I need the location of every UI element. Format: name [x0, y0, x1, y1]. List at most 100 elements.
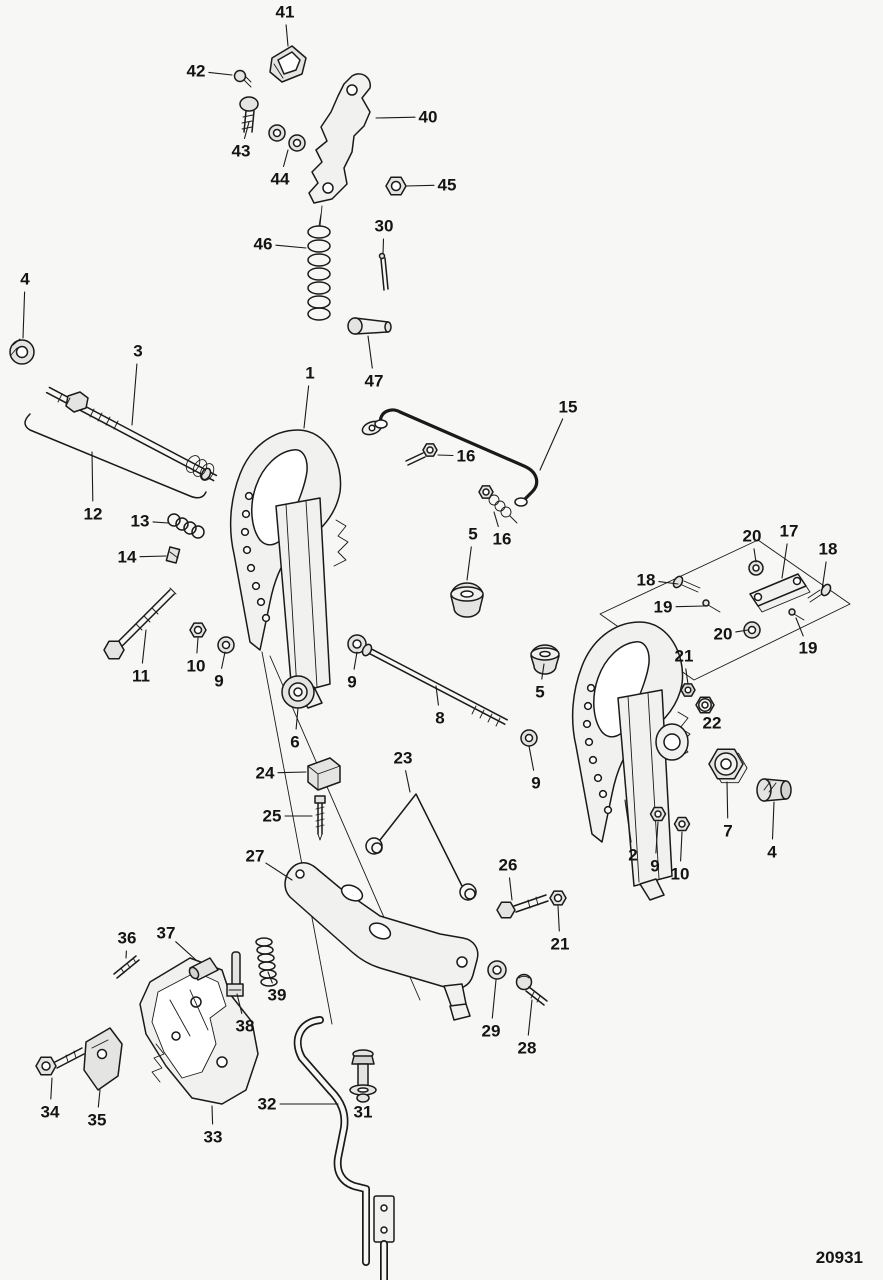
pin-19-a-part	[702, 599, 721, 613]
leader-line	[493, 511, 499, 528]
leader-line	[97, 1089, 101, 1108]
leader-line	[437, 454, 454, 457]
part-callout-23: 23	[393, 748, 413, 768]
bolt-11-part	[103, 587, 177, 660]
leader-line	[50, 1077, 53, 1100]
washer-20-a-part	[748, 560, 764, 576]
leader-line	[527, 999, 533, 1036]
leader-line	[367, 335, 373, 369]
block-24-part	[307, 757, 341, 791]
leader-line	[735, 629, 749, 633]
part-callout-4: 4	[767, 842, 777, 862]
bolt-43-part	[239, 96, 259, 133]
leader-line	[275, 244, 307, 249]
spring-13-part	[167, 513, 205, 539]
plate-27-part	[284, 862, 479, 1021]
leader-line	[91, 451, 94, 502]
leader-line	[680, 831, 683, 862]
part-callout-16: 16	[456, 446, 476, 466]
part-callout-30: 30	[374, 216, 394, 236]
leader-line	[821, 561, 827, 591]
bolt-28-part	[515, 973, 548, 1006]
part-callout-9: 9	[650, 856, 660, 876]
part-callout-21: 21	[674, 646, 694, 666]
part-callout-16: 16	[492, 529, 512, 549]
pin-30-part	[378, 252, 389, 291]
leader-line	[726, 781, 729, 819]
part-callout-2: 2	[628, 845, 638, 865]
part-callout-41: 41	[275, 2, 295, 22]
leader-line	[211, 1105, 214, 1125]
grommet-5-a-part	[450, 582, 484, 618]
part-callout-20: 20	[713, 624, 733, 644]
nut-22-part	[695, 696, 715, 714]
washer-20-b-part	[743, 621, 761, 639]
leader-line	[295, 707, 299, 730]
part-callout-36: 36	[117, 928, 137, 948]
leader-line	[491, 979, 497, 1019]
leader-line	[141, 629, 147, 664]
part-callout-27: 27	[245, 846, 265, 866]
part-callout-1: 1	[305, 363, 315, 383]
tilt-rod-3-part	[45, 386, 218, 482]
part-callout-38: 38	[235, 1016, 255, 1036]
leader-line	[243, 121, 250, 140]
leader-line	[131, 363, 138, 426]
part-callout-22: 22	[702, 713, 722, 733]
pin-38-part	[226, 951, 244, 997]
leader-line	[221, 651, 226, 669]
leader-line	[753, 548, 757, 563]
leader-line	[196, 637, 199, 654]
part-callout-40: 40	[418, 107, 438, 127]
leader-line	[508, 877, 513, 901]
leader-line	[405, 770, 411, 793]
bolt-26-part	[496, 894, 549, 919]
nut-21-b-part	[549, 890, 567, 906]
part-callout-13: 13	[130, 511, 150, 531]
bushing-37-part	[188, 957, 219, 981]
part-callout-21: 21	[550, 934, 570, 954]
part-callout-5: 5	[535, 682, 545, 702]
part-callout-4: 4	[20, 269, 30, 289]
part-callout-19: 19	[798, 638, 818, 658]
pin-47-part	[347, 317, 392, 335]
nut-9-left-part	[217, 636, 235, 654]
leader-line	[236, 993, 243, 1014]
leader-line	[528, 745, 535, 771]
part-callout-43: 43	[231, 141, 251, 161]
part-callout-39: 39	[267, 985, 287, 1005]
washer-9-right-part	[520, 729, 538, 747]
leader-line	[208, 71, 233, 76]
leader-line	[267, 971, 273, 984]
part-callout-26: 26	[498, 855, 518, 875]
link-15-part	[374, 408, 539, 507]
screw-18-b-part	[807, 583, 832, 603]
leader-line	[685, 668, 689, 685]
diagram-number: 20931	[815, 1248, 863, 1267]
cap-4-right-part	[756, 778, 792, 802]
part-callout-8: 8	[435, 708, 445, 728]
nut-10-b-part	[673, 816, 691, 832]
part-callout-42: 42	[186, 61, 206, 81]
leader-line	[557, 905, 560, 932]
part-callout-46: 46	[253, 234, 273, 254]
part-callout-10: 10	[670, 864, 690, 884]
part-callout-33: 33	[203, 1127, 223, 1147]
part-callout-35: 35	[87, 1110, 107, 1130]
part-callout-34: 34	[40, 1102, 60, 1122]
pin-19-b-part	[788, 608, 805, 621]
part-callout-45: 45	[437, 175, 457, 195]
link-17-part	[749, 573, 811, 613]
part-callout-9: 9	[347, 672, 357, 692]
leader-line	[655, 821, 659, 854]
locknut-7-part	[708, 748, 748, 784]
bushing-6-part	[281, 675, 315, 709]
part-callout-29: 29	[481, 1021, 501, 1041]
screw-18-a-part	[672, 575, 701, 593]
part-callout-18: 18	[636, 570, 656, 590]
bolt-34-part	[35, 1047, 85, 1076]
leader-line	[435, 685, 439, 706]
spring-46-part	[307, 213, 331, 321]
part-callout-3: 3	[133, 341, 143, 361]
